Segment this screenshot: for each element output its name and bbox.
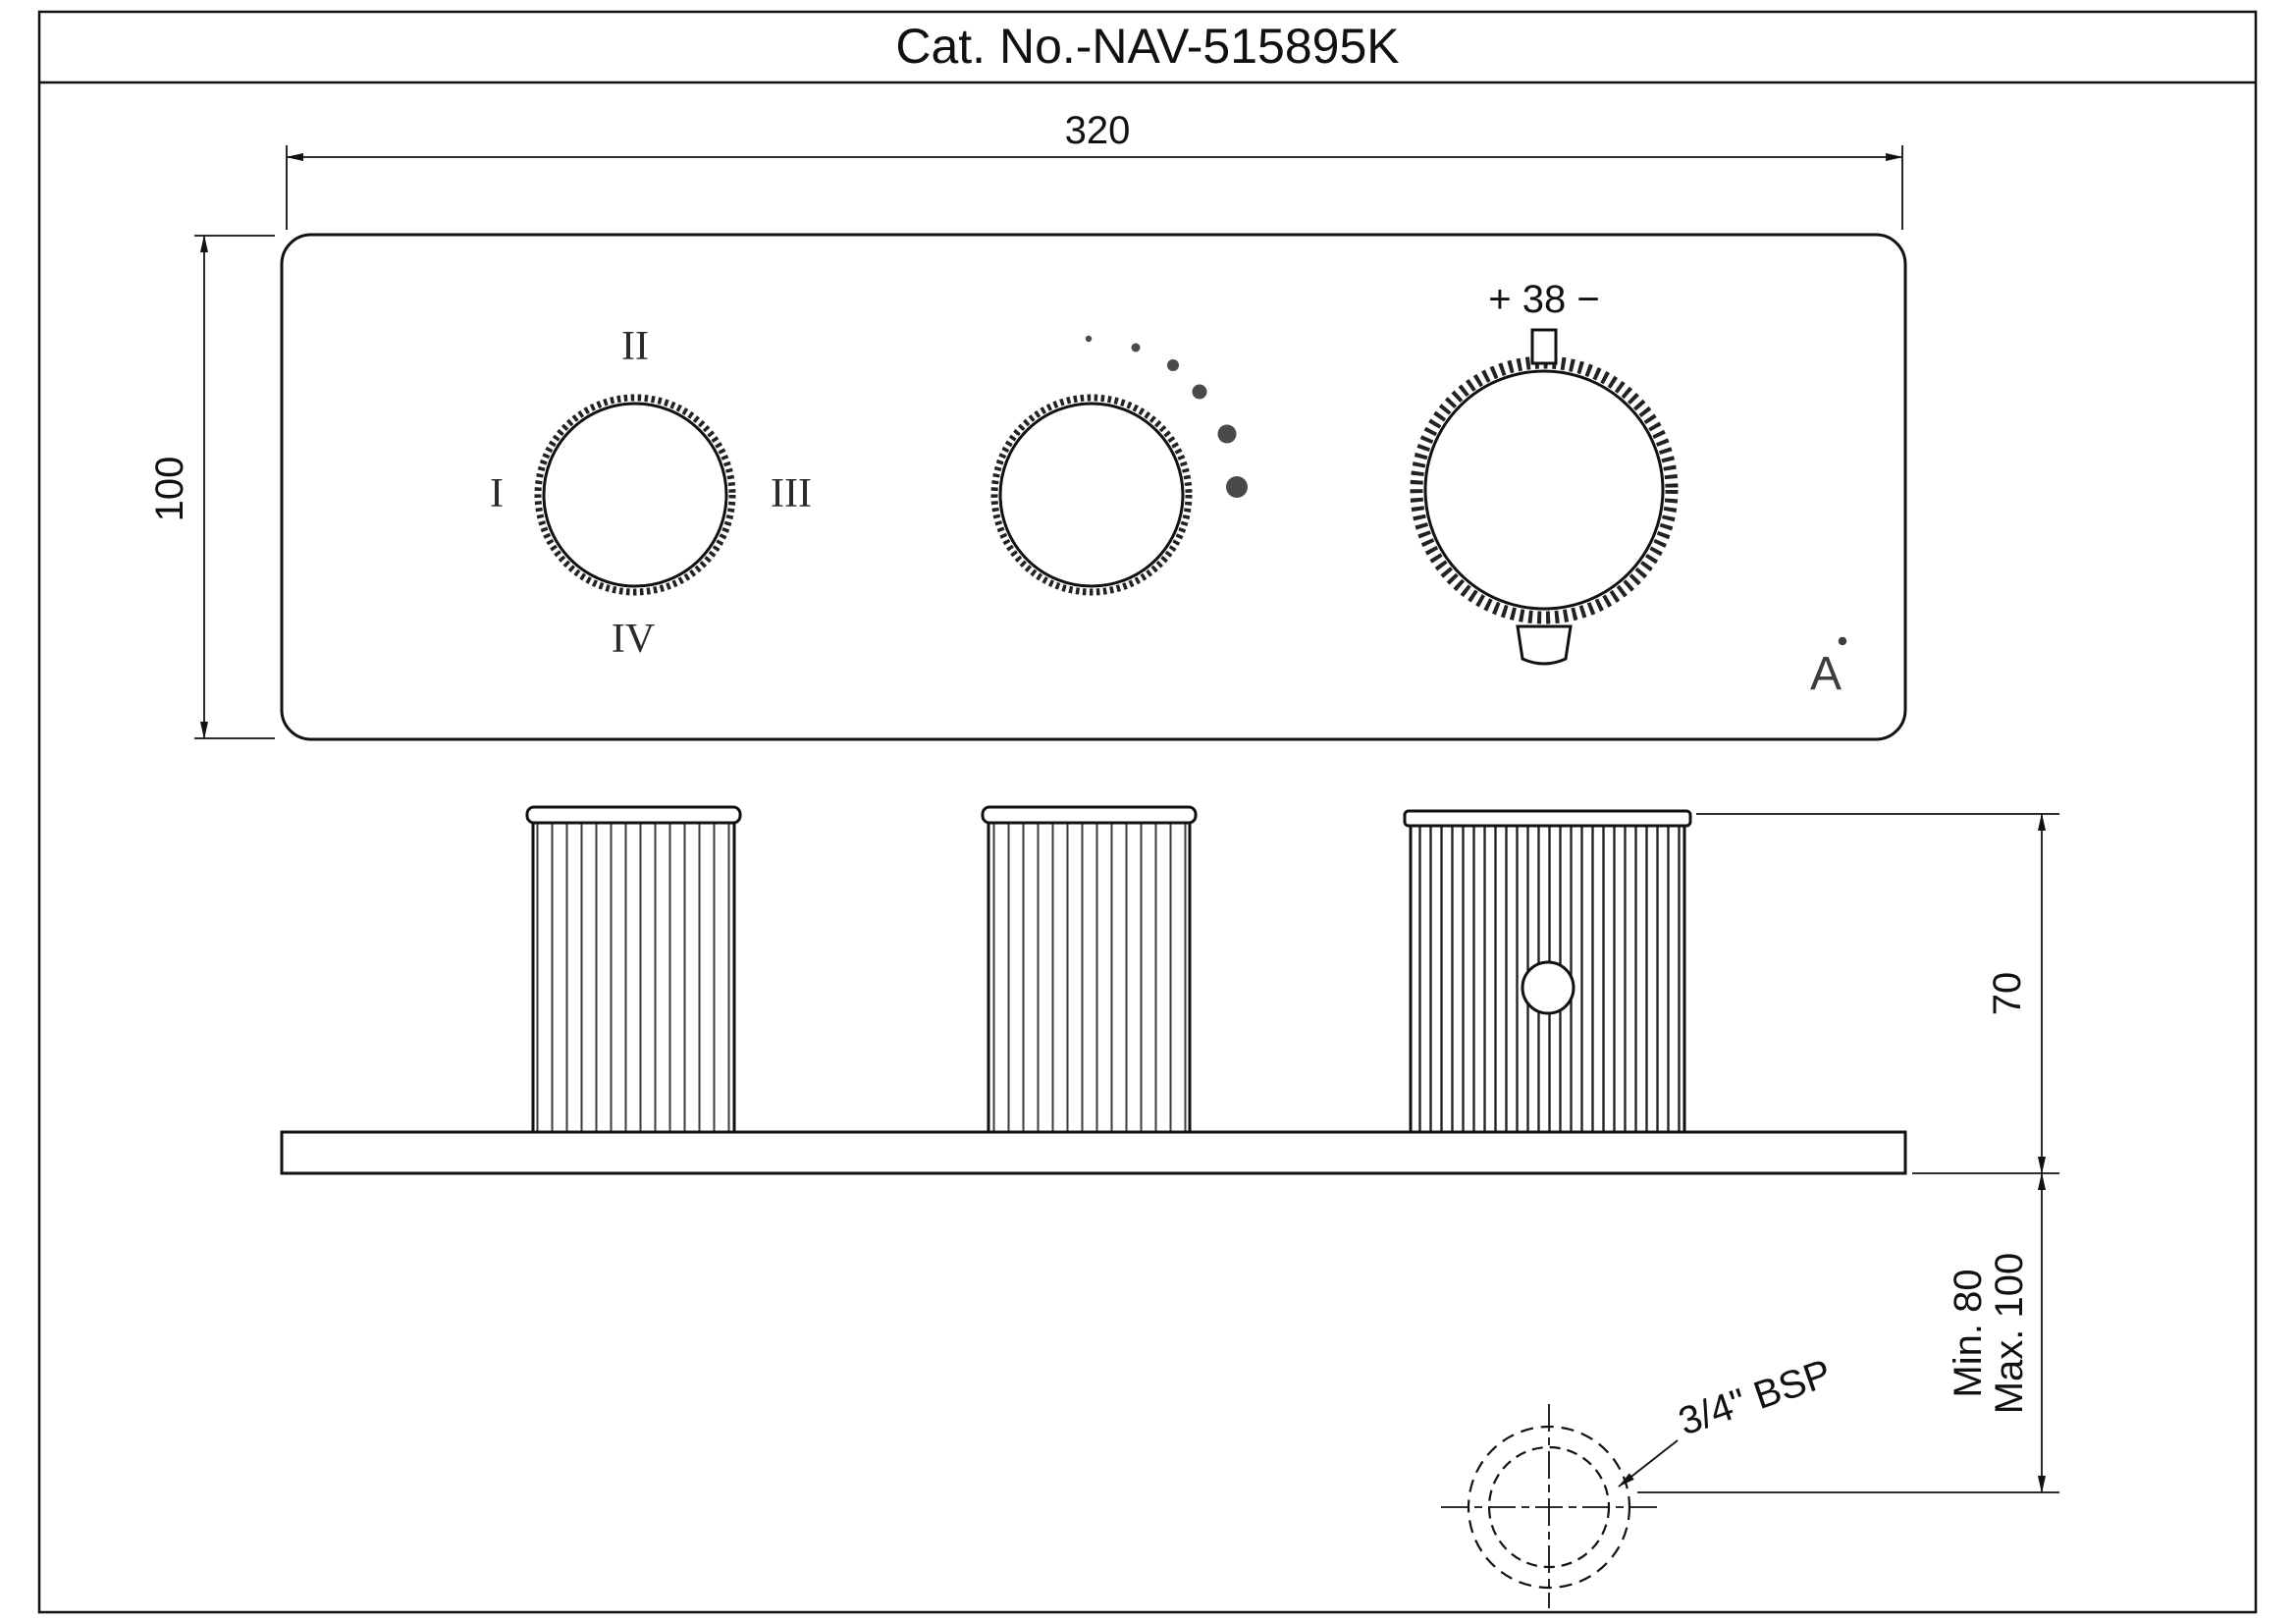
thread-size-label: 3/4" BSP [1674,1352,1838,1444]
diverter-pos-left: I [490,471,504,516]
temperature-scale-label: + 38 − [1488,278,1599,321]
dim-knob-depth: 70 [1696,813,2059,1174]
sheet-frame [37,10,2258,1614]
diverter-knob: II I III IV [490,324,812,662]
flow-knob-side [987,821,1192,1134]
dim-install-min-label: Min. 80 [1947,1269,1990,1397]
side-view [280,805,1907,1175]
dim-install-depth: Min. 80 Max. 100 [1637,1172,2059,1493]
thread-outer-circle [1467,1425,1631,1590]
dim-depth-label: 70 [1986,972,2029,1016]
flow-knob [990,335,1248,596]
diverter-knob-cap-side [525,805,742,825]
flow-knob-cap-side [981,805,1198,825]
dim-faceplate-width: 320 [286,109,1903,230]
diverter-pos-top: II [621,324,649,369]
diverter-knob-side [531,821,736,1134]
diverter-pos-bottom: IV [612,617,655,662]
page-title: Cat. No.-NAV-515895K [895,19,1399,74]
wall-plate-side [280,1130,1907,1175]
flow-scale-dots [1085,335,1248,498]
temperature-knob: + 38 − [1410,278,1679,666]
front-view: II I III IV + 38 − [280,233,1907,741]
dim-install-max-label: Max. 100 [1988,1253,2031,1415]
temperature-override-button [1530,328,1558,365]
brand-logo-letter: A [1810,648,1842,700]
dim-width-label: 320 [1065,109,1131,152]
thread-inner-circle [1487,1445,1611,1569]
diverter-pos-right: III [771,471,812,516]
brand-logo: A [1810,636,1847,700]
temperature-knob-hole [1521,960,1575,1015]
dim-faceplate-height: 100 [148,235,275,739]
dim-height-label: 100 [148,457,191,522]
temperature-bottom-tab [1516,624,1573,666]
brand-logo-dot [1838,636,1847,646]
thread-detail: 3/4" BSP [1441,1352,1837,1608]
temperature-knob-cap-side [1403,809,1692,828]
thread-leader-line [1618,1439,1679,1488]
